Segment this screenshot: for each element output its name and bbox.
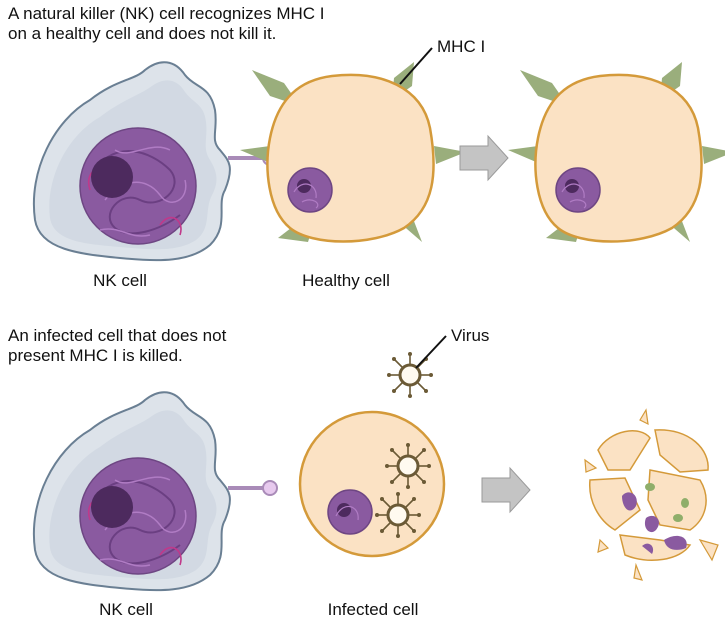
mhc-pointer-line: [399, 47, 433, 85]
bottom-nk-caption: NK cell: [99, 600, 153, 619]
virus-label: Virus: [451, 326, 490, 345]
infected-cell: [298, 410, 446, 558]
free-virus: [385, 350, 435, 400]
infected-cell-caption: Infected cell: [327, 600, 419, 619]
surviving-healthy-cell: [506, 60, 725, 244]
top-nk-cell: [31, 60, 280, 263]
bottom-transition-arrow: [481, 467, 531, 513]
top-heading-line2: on a healthy cell and does not kill it.: [8, 24, 277, 43]
bottom-heading-line2: present MHC I is killed.: [8, 346, 183, 365]
bottom-heading: An infected cell that does not present M…: [8, 326, 226, 366]
top-heading: A natural killer (NK) cell recognizes MH…: [8, 4, 324, 44]
mhc-label: MHC I: [437, 37, 486, 56]
healthy-cell: [238, 60, 468, 244]
virus-pointer-line: [415, 335, 447, 369]
bottom-heading-line1: An infected cell that does not: [8, 326, 227, 345]
healthy-cell-caption: Healthy cell: [302, 271, 390, 290]
top-nk-caption: NK cell: [93, 271, 147, 290]
top-transition-arrow: [459, 135, 509, 181]
bottom-nk-cell: [31, 390, 280, 593]
top-heading-line1: A natural killer (NK) cell recognizes MH…: [8, 4, 325, 23]
lysed-cell-fragments: [584, 408, 719, 581]
